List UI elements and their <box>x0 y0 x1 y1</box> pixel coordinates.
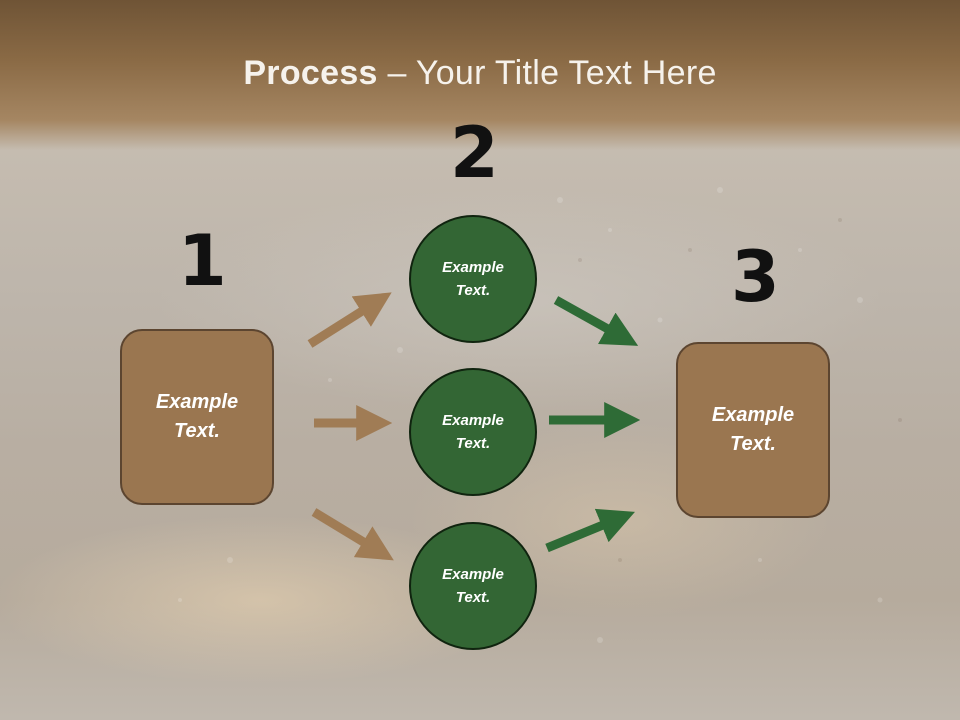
circle-top-label: Example Text. <box>442 259 504 299</box>
arrow-1-to-top <box>307 292 392 348</box>
arrow-top-to-3 <box>553 296 639 346</box>
step-1-box: Example Text. <box>120 329 274 505</box>
title-bold: Process <box>243 54 378 92</box>
circle-bottom-label: Example Text. <box>442 566 504 606</box>
title-rest: – Your Title Text Here <box>377 54 717 92</box>
step-number-1: 1 <box>178 220 227 302</box>
step-3-box: Example Text. <box>676 342 830 518</box>
step-3-label: Example Text. <box>711 404 795 455</box>
circle-middle-label: Example Text. <box>442 412 504 452</box>
arrow-1-to-bottom <box>311 508 394 561</box>
step-2-circle-middle: Example Text. <box>409 368 537 496</box>
arrow-bottom-to-3 <box>545 508 635 553</box>
step-number-2: 2 <box>450 112 499 194</box>
step-2-circle-bottom: Example Text. <box>409 522 537 650</box>
step-1-label: Example Text. <box>155 391 239 442</box>
step-2-circle-top: Example Text. <box>409 215 537 343</box>
slide-title: Process – Your Title Text Here <box>0 54 960 93</box>
step-number-3: 3 <box>731 236 780 318</box>
